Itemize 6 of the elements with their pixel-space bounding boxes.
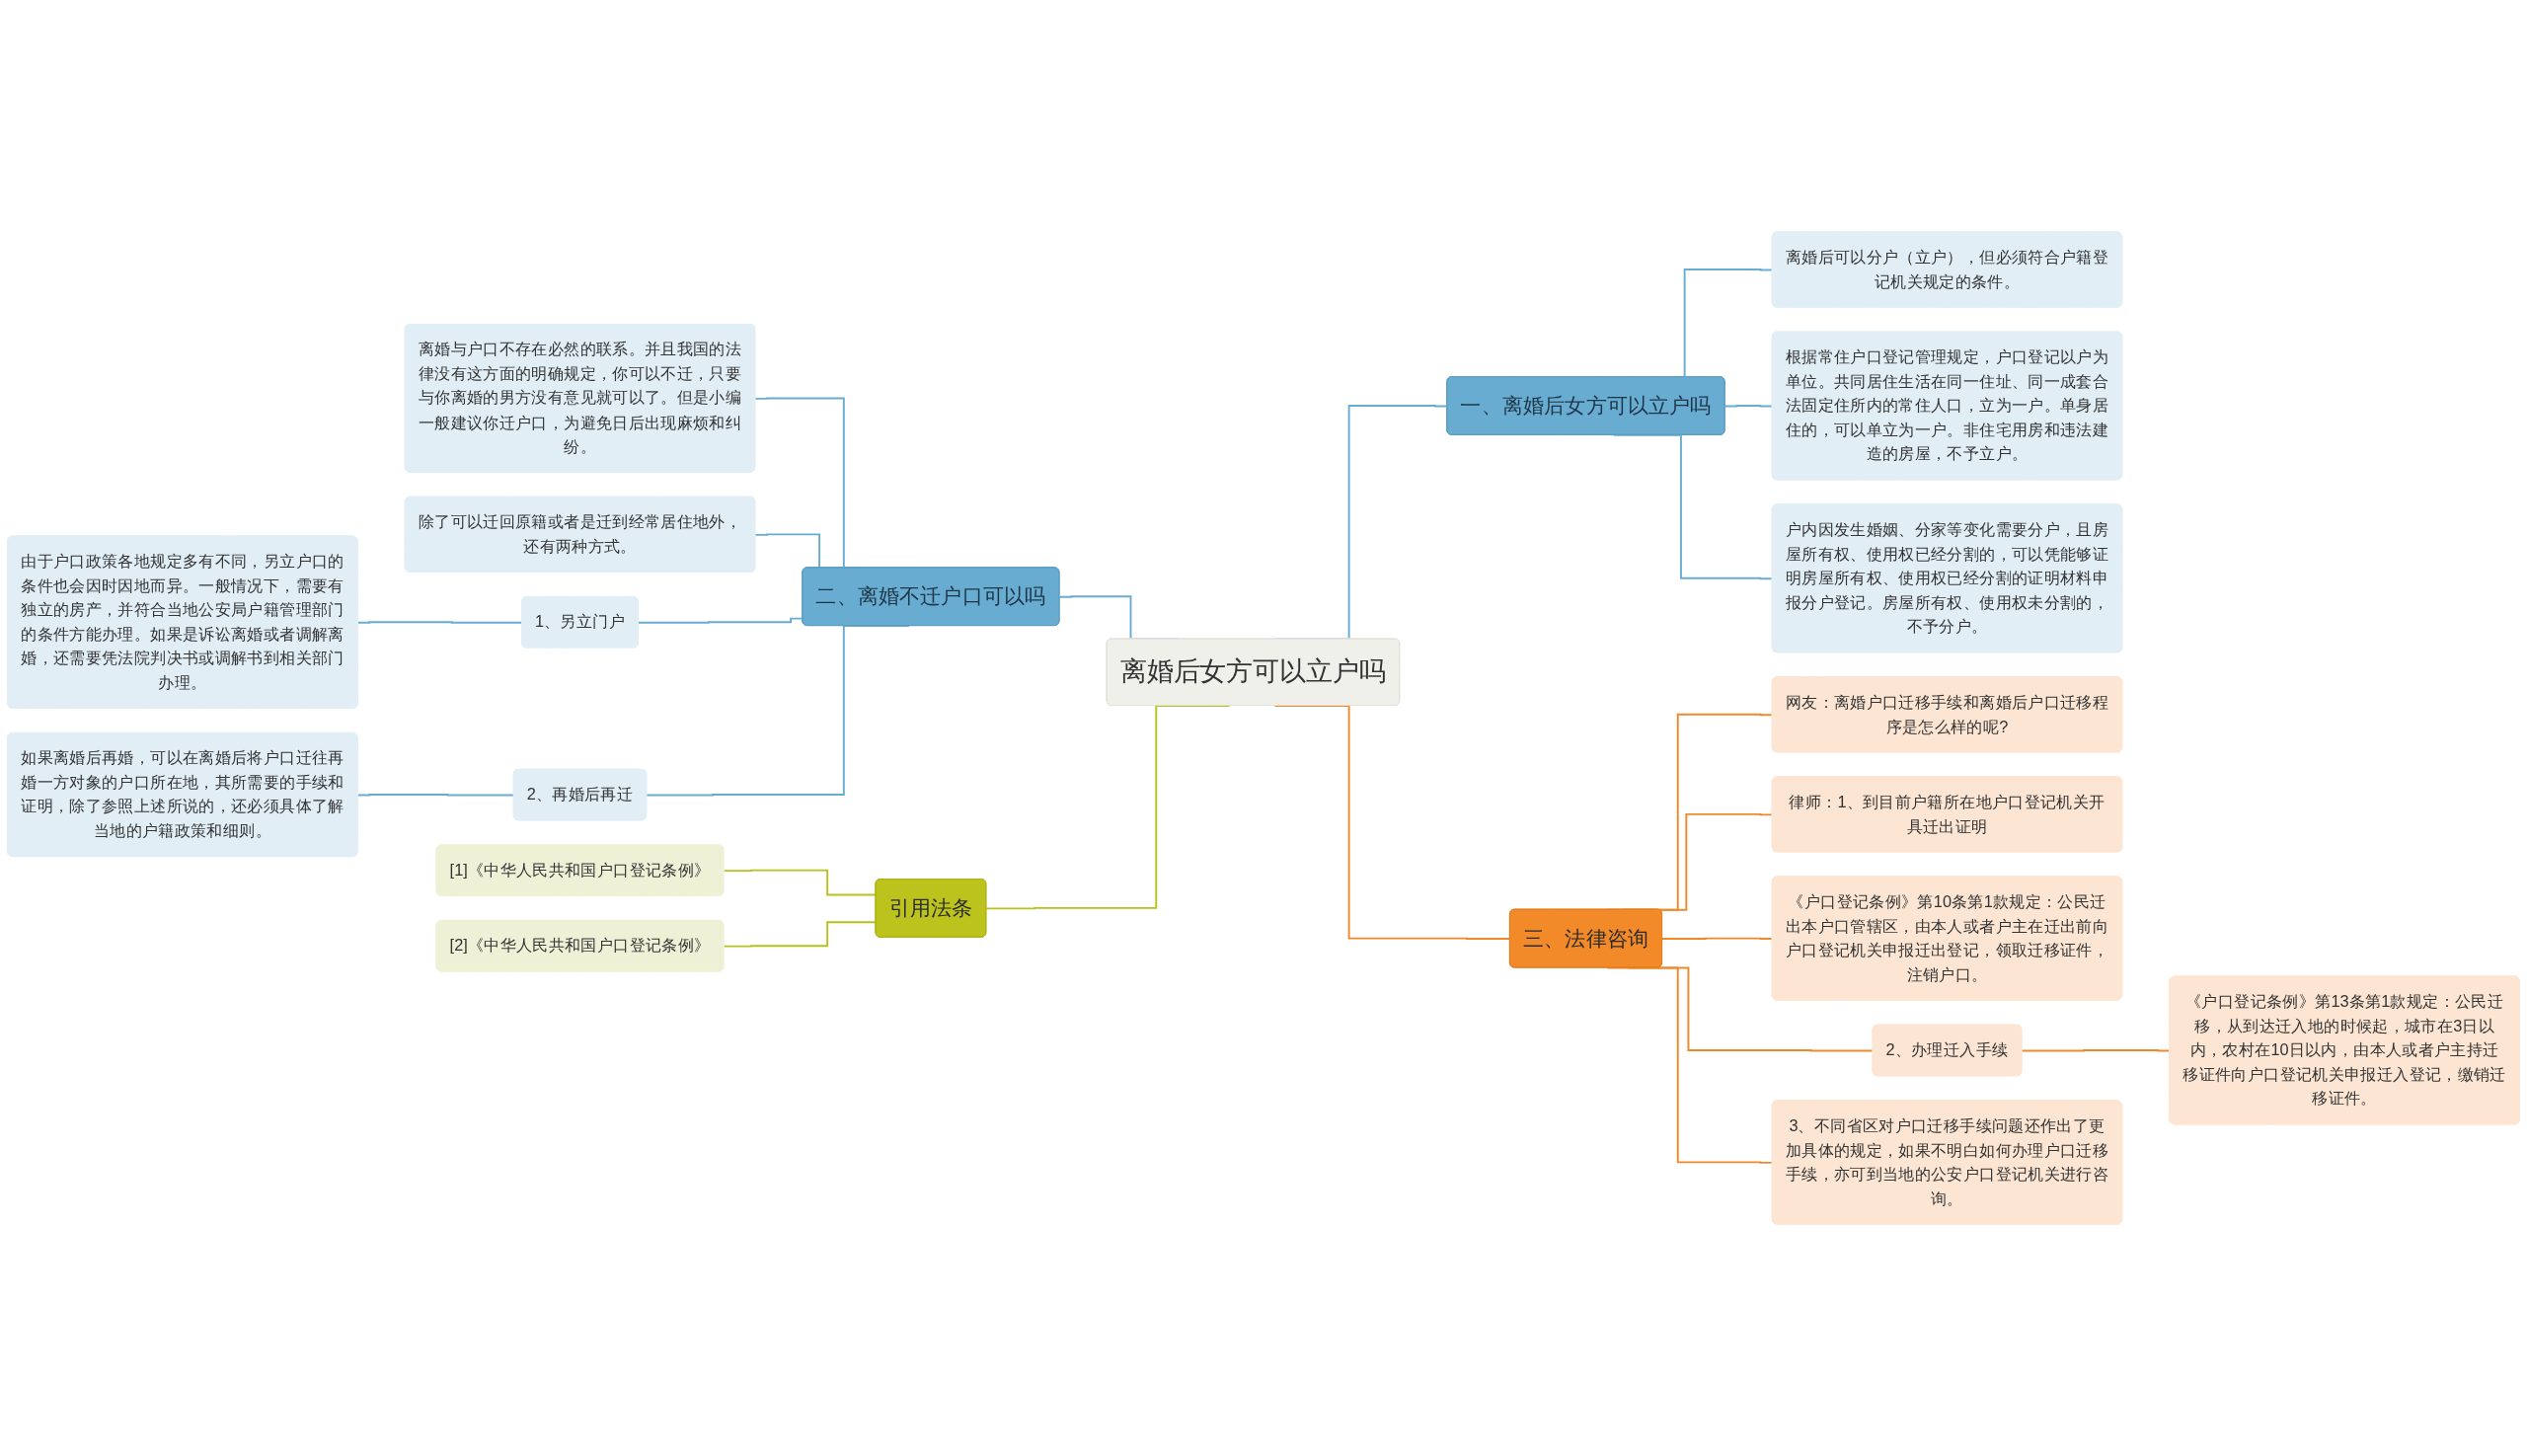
connector (723, 869, 878, 896)
connector (1723, 405, 1774, 408)
connector (723, 921, 878, 948)
connector (356, 794, 515, 797)
connector (1661, 937, 1774, 941)
connector (356, 621, 523, 624)
